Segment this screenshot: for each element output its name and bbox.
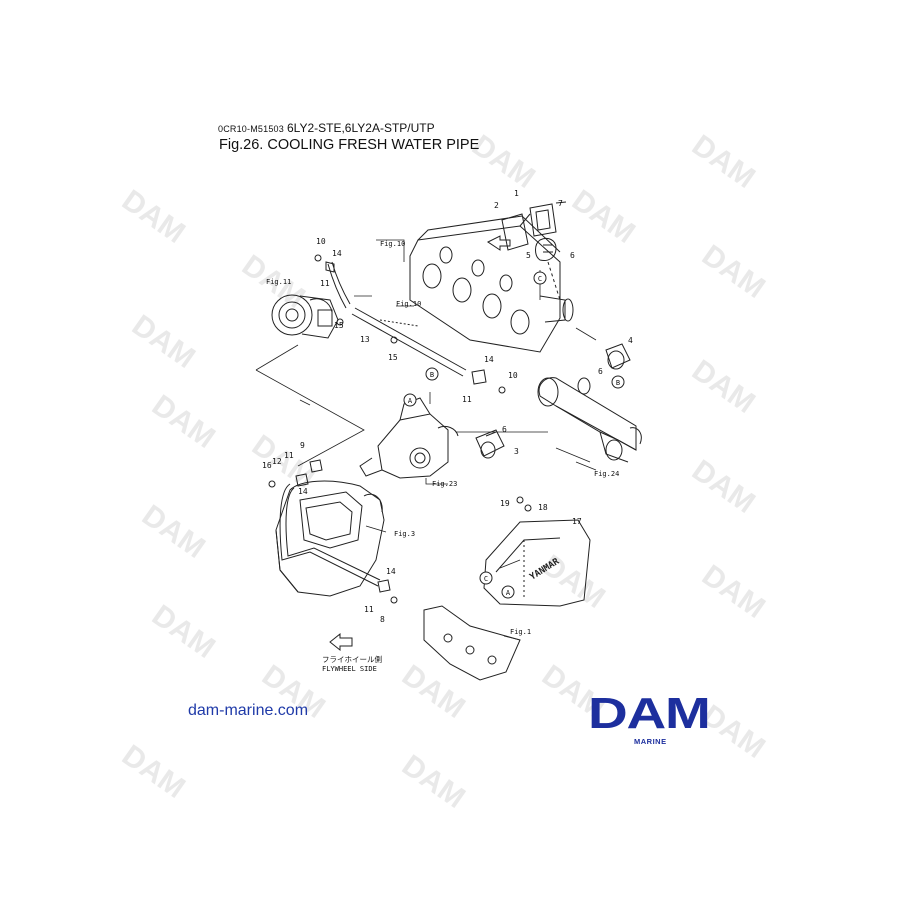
part-number: 14 bbox=[386, 567, 396, 576]
part-number: 10 bbox=[316, 237, 326, 246]
callout-b bbox=[425, 367, 439, 381]
callout-a bbox=[501, 585, 515, 599]
bolt-fitting bbox=[268, 480, 276, 488]
watermark: DAM bbox=[696, 559, 771, 625]
flywheel-side-jp: フライホイール側 bbox=[322, 654, 382, 664]
part-number: 14 bbox=[484, 355, 494, 364]
part-number: 19 bbox=[500, 499, 510, 508]
callout-b-label: B bbox=[430, 371, 434, 379]
leader-lines bbox=[255, 239, 617, 641]
watermark: DAM bbox=[566, 184, 641, 250]
part-number: 13 bbox=[360, 335, 370, 344]
part-number-labels: 1 2 3 4 5 6 6 6 7 8 9 10 10 11 11 11 11 … bbox=[262, 189, 633, 624]
callout-c-label: C bbox=[538, 275, 542, 283]
bolt-fitting bbox=[390, 596, 398, 604]
part-number: 17 bbox=[572, 517, 582, 526]
flywheel-housing bbox=[275, 480, 385, 597]
part-number: 14 bbox=[298, 487, 308, 496]
part-number: 15 bbox=[334, 321, 344, 330]
callout-c bbox=[533, 271, 547, 285]
logo-subtitle: MARINE bbox=[634, 737, 667, 746]
engine-models: 6LY2-STE,6LY2A-STP/UTP bbox=[287, 121, 435, 135]
watermark: DAM bbox=[686, 454, 761, 520]
callout-a-label: A bbox=[408, 397, 413, 405]
water-pipe-lower bbox=[279, 483, 381, 587]
heat-exchanger bbox=[537, 377, 642, 463]
engine-block-outline bbox=[423, 605, 521, 681]
callout-a bbox=[403, 393, 417, 407]
watermark: DAM bbox=[686, 129, 761, 195]
fig-ref-label: Fig.10 bbox=[380, 240, 405, 248]
union-fitting bbox=[325, 261, 335, 273]
part-number: 12 bbox=[272, 457, 282, 466]
part-number: 6 bbox=[598, 367, 603, 376]
fitting-4 bbox=[605, 343, 631, 370]
website-link[interactable]: dam-marine.com bbox=[188, 702, 309, 719]
water-pump-housing bbox=[359, 397, 459, 479]
union-fitting bbox=[295, 473, 309, 487]
bolt-fitting bbox=[498, 386, 506, 394]
fig-ref-label: Fig.10 bbox=[396, 300, 421, 308]
part-number: 7 bbox=[558, 199, 563, 208]
cover-17 bbox=[483, 496, 591, 607]
watermark: DAM bbox=[126, 309, 201, 375]
part-number: 8 bbox=[380, 615, 385, 624]
fitting-3 bbox=[475, 429, 505, 459]
part-number: 6 bbox=[570, 251, 575, 260]
part-number: 15 bbox=[388, 353, 398, 362]
callout-c-label: C bbox=[484, 575, 488, 583]
watermark: DAM bbox=[116, 739, 191, 805]
part-number: 18 bbox=[538, 503, 548, 512]
part-number: 1 bbox=[514, 189, 519, 198]
bolt-fitting bbox=[390, 336, 398, 344]
figure-title: Fig.26. COOLING FRESH WATER PIPE bbox=[219, 137, 480, 153]
callout-c bbox=[479, 571, 493, 585]
part-number: 11 bbox=[320, 279, 330, 288]
union-fitting bbox=[309, 459, 323, 473]
watermark: DAM bbox=[116, 184, 191, 250]
watermark: DAM bbox=[536, 549, 611, 615]
document-code: 0CR10-M51503 bbox=[218, 124, 284, 134]
part-number: 11 bbox=[364, 605, 374, 614]
watermark: DAM bbox=[146, 599, 221, 665]
part-number: 6 bbox=[502, 425, 507, 434]
part-number: 3 bbox=[514, 447, 519, 456]
watermark: DAM bbox=[696, 239, 771, 305]
bolt-fitting bbox=[336, 318, 344, 326]
part-number: 9 bbox=[300, 441, 305, 450]
fig-ref-label: Fig.11 bbox=[266, 278, 291, 286]
watermark: DAM bbox=[146, 389, 221, 455]
callout-a-label: A bbox=[506, 589, 511, 597]
watermark: DAM bbox=[396, 749, 471, 815]
callout-b bbox=[611, 375, 625, 389]
callout-b-label: B bbox=[616, 379, 620, 387]
fig-ref-label: Fig.23 bbox=[432, 480, 457, 488]
watermark: DAM bbox=[136, 499, 211, 565]
part-number: 5 bbox=[526, 251, 531, 260]
part-number: 14 bbox=[332, 249, 342, 258]
fig-ref-label: Fig.1 bbox=[510, 628, 531, 636]
part-number: 2 bbox=[494, 201, 499, 210]
union-fitting bbox=[377, 579, 391, 593]
part-number: 4 bbox=[628, 336, 633, 345]
direction-arrow bbox=[487, 235, 511, 251]
dam-marine-logo: DAM MARINE bbox=[588, 692, 714, 747]
fig-ref-label: Fig.24 bbox=[594, 470, 619, 478]
part-number: 11 bbox=[284, 451, 294, 460]
part-number: 16 bbox=[262, 461, 272, 470]
flywheel-side-arrow bbox=[329, 632, 353, 652]
part-number: 10 bbox=[508, 371, 518, 380]
watermark: DAM bbox=[686, 354, 761, 420]
union-fitting bbox=[471, 369, 487, 385]
fig-ref-label: Fig.3 bbox=[394, 530, 415, 538]
bolt-fitting bbox=[314, 254, 322, 262]
part-number: 11 bbox=[462, 395, 472, 404]
flywheel-side-en: FLYWHEEL SIDE bbox=[322, 665, 377, 673]
logo-mark: DAM bbox=[588, 689, 711, 738]
exhaust-manifold bbox=[409, 213, 574, 353]
water-pipe-13 bbox=[327, 261, 467, 377]
